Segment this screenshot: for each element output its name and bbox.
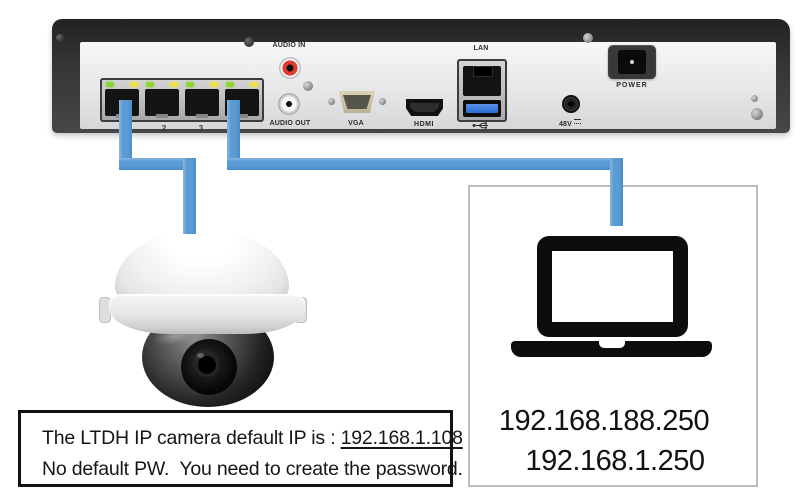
- camera-housing-base: [109, 294, 305, 334]
- power-switch: [608, 45, 656, 79]
- screw-icon: [751, 95, 758, 102]
- poe-port-2-number: 2: [161, 124, 167, 133]
- camera-cable-segment: [119, 158, 196, 170]
- link-led-green-icon: [146, 82, 154, 87]
- laptop-base-icon: [511, 341, 712, 357]
- link-led-green-icon: [226, 82, 234, 87]
- pc-ip-addresses: 192.168.188.250 192.168.1.250: [470, 401, 756, 481]
- nvr-rear-panel: 2 3 AUDIO IN AUDIO OUT VGA HDMI LAN: [52, 19, 790, 133]
- camera-note-box: The LTDH IP camera default IP is : 192.1…: [18, 410, 463, 487]
- camera-lens: [181, 339, 237, 395]
- poe-port-3: [185, 82, 219, 118]
- activity-led-yellow-icon: [250, 82, 258, 87]
- activity-led-yellow-icon: [170, 82, 178, 87]
- pc-cable-segment: [610, 158, 623, 226]
- vga-label: VGA: [348, 120, 364, 127]
- screw-icon: [379, 98, 386, 105]
- dome-ip-camera: [95, 228, 310, 410]
- pc-panel: 192.168.188.250 192.168.1.250: [468, 185, 758, 487]
- note-line1-text: The LTDH IP camera default IP is :: [42, 427, 341, 449]
- pc-cable-segment: [227, 158, 623, 170]
- lan-label: LAN: [473, 45, 489, 52]
- link-led-green-icon: [106, 82, 114, 87]
- dc-48v-label: 48V: [545, 119, 595, 129]
- screw-icon: [583, 33, 593, 43]
- usb-icon: [472, 122, 488, 129]
- note-line-2: No default PW. You need to create the pa…: [42, 458, 463, 480]
- power-label: POWER: [616, 82, 648, 89]
- audio-out-label: AUDIO OUT: [269, 120, 311, 127]
- audio-out-rca-jack: [278, 93, 300, 115]
- hdmi-label: HDMI: [414, 121, 434, 128]
- pc-cable-segment: [227, 100, 240, 170]
- audio-in-rca-jack: [279, 57, 301, 79]
- audio-in-label: AUDIO IN: [272, 42, 306, 49]
- camera-housing-top: [115, 231, 289, 303]
- activity-led-yellow-icon: [130, 82, 138, 87]
- link-led-green-icon: [186, 82, 194, 87]
- ground-screw-icon: [751, 108, 763, 120]
- camera-cable-segment: [183, 158, 196, 234]
- laptop-icon: [537, 236, 688, 337]
- vga-port: [339, 91, 375, 113]
- note-line-1: The LTDH IP camera default IP is : 192.1…: [42, 423, 463, 454]
- activity-led-yellow-icon: [210, 82, 218, 87]
- screw-icon: [328, 98, 335, 105]
- poe-port-2: [145, 82, 179, 118]
- power-rocker: [618, 50, 646, 74]
- lan-port: [463, 66, 501, 96]
- pc-ip-2: 192.168.1.250: [525, 445, 705, 477]
- screw-icon: [303, 81, 313, 91]
- dc-symbol-icon: [574, 119, 582, 124]
- hdmi-port: [406, 99, 443, 116]
- poe-port-3-number: 3: [198, 124, 204, 133]
- dc-48v-jack: [562, 95, 580, 113]
- camera-cable-segment: [119, 100, 132, 170]
- usb-port: [463, 100, 501, 117]
- lan-usb-block: [457, 59, 507, 122]
- screw-icon: [56, 34, 64, 42]
- pc-ip-1: 192.168.188.250: [498, 405, 710, 437]
- camera-default-ip: 192.168.1.108: [340, 427, 463, 449]
- screw-icon: [244, 37, 254, 47]
